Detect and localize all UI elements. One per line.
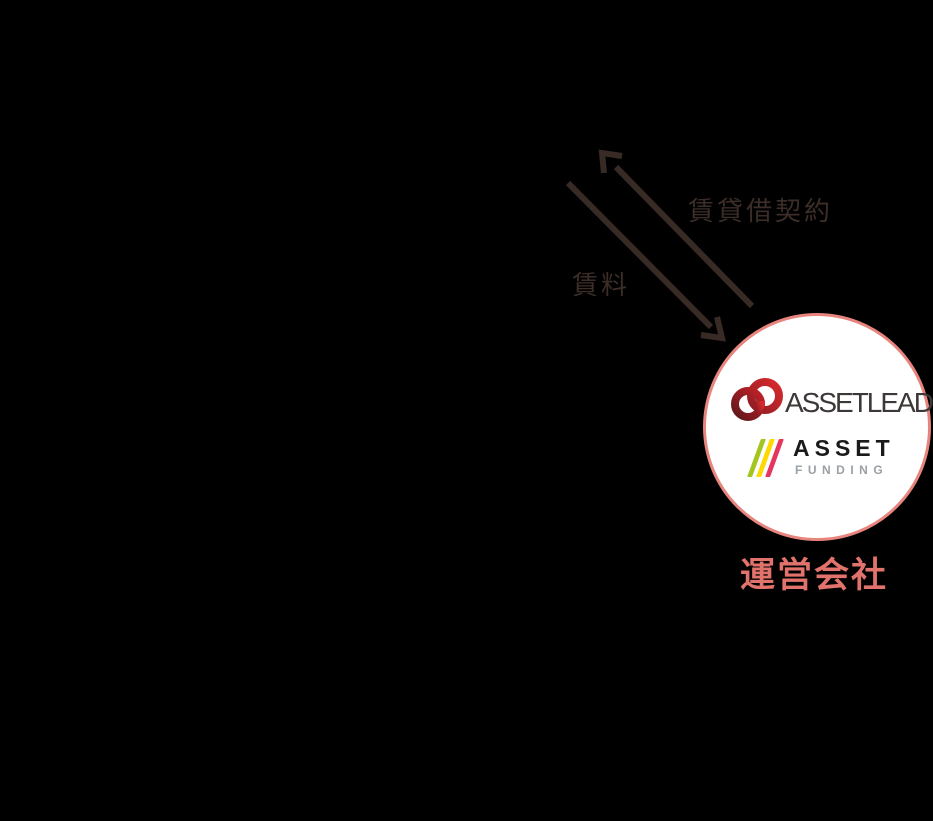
lease-agreement-label: 賃貸借契約 xyxy=(688,196,834,226)
asset-funding-subtext: FUNDING xyxy=(795,463,889,477)
assetlead-logo: ASSETLEAD xyxy=(731,377,933,428)
asset-funding-stripes-icon xyxy=(747,439,788,477)
assetlead-wordmark: ASSETLEAD xyxy=(785,386,933,418)
rent-label: 賃料 xyxy=(572,270,631,300)
operator-company-label: 運営会社 xyxy=(739,556,888,595)
assetlead-rings-icon xyxy=(731,377,783,428)
asset-funding-logo: ASSET FUNDING xyxy=(747,435,895,477)
operator-company-circle: ASSETLEAD ASSET FUNDING xyxy=(703,313,933,541)
asset-funding-wordmark: ASSET xyxy=(793,435,895,461)
rent-arrowhead-icon xyxy=(700,316,726,342)
lease-arrowhead-icon xyxy=(598,149,623,174)
lease-arrow xyxy=(613,164,755,309)
rent-arrow xyxy=(565,180,714,330)
